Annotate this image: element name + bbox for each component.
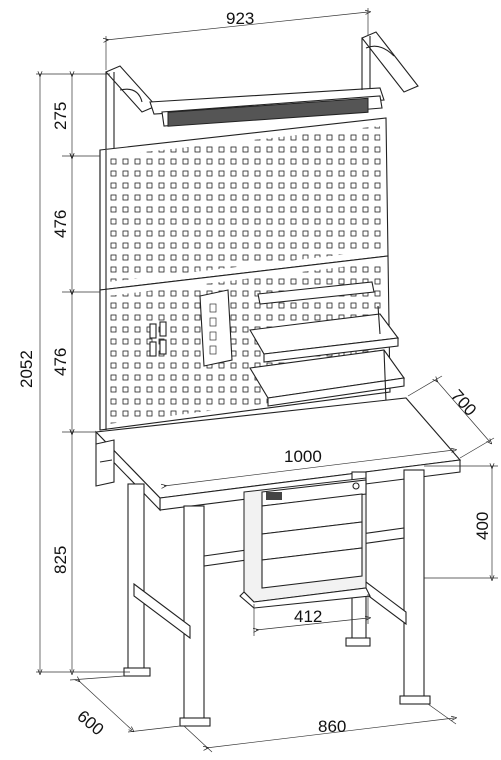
dim-label-860: 860 [318,717,346,736]
dim-label-400: 400 [473,512,492,540]
dim-vertical-stack: 2052 275 476 476 825 [17,74,130,672]
dim-label-700: 700 [447,386,480,420]
overhead-light-bar [105,31,419,150]
dim-label-476-lower: 476 [51,348,70,376]
dim-label-825: 825 [51,546,70,574]
dim-label-275: 275 [51,102,70,130]
lower-shelf [249,349,405,407]
screwdriver-rail [257,281,375,305]
upper-shelf [249,305,400,363]
drawer-cabinet [239,477,371,609]
upper-pegboard-panel [99,117,389,291]
dim-label-600: 600 [73,707,107,740]
dim-drawer-width: 412 [254,594,368,636]
dim-label-1000: 1000 [284,447,322,466]
dim-label-412: 412 [294,607,322,626]
dim-top-width-front: 1000 [164,447,454,486]
dim-frame-depth: 600 [69,675,181,740]
dim-frame-width: 860 [183,703,456,753]
dim-top-width: 923 [106,8,368,70]
hook-clips [149,321,167,357]
tool-holder-rack [199,289,233,367]
dim-label-476-upper: 476 [51,210,70,238]
dim-drawer-height: 400 [424,466,498,578]
dim-label-923: 923 [226,9,254,28]
side-brackets [95,439,115,487]
dim-label-2052: 2052 [17,350,36,388]
